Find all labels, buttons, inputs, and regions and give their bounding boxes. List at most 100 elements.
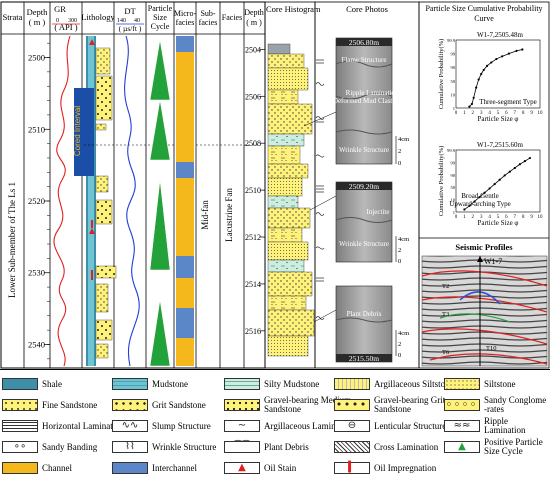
- prob-xlabel: Particle Size φ: [478, 115, 519, 123]
- prob-xtick: 0: [455, 111, 458, 116]
- legend-item-ripple-lamination: ≈≈Ripple Lamination: [444, 416, 550, 436]
- legend-item-plant-debris: ⁀⁀Plant Debris: [224, 437, 309, 457]
- photo2-depth: 2509.20m: [349, 182, 379, 191]
- legend-label-grit-sandstone: Grit Sandstone: [152, 399, 206, 410]
- legend-item-cross-lamination: Cross Lamination: [334, 437, 438, 457]
- prob-xlabel: Particle Size φ: [478, 219, 519, 227]
- legend-swatch-oil-impregnation: ▍: [334, 462, 370, 474]
- microfacies-column: [176, 36, 194, 366]
- prob-xtick: 7: [514, 111, 517, 116]
- depth2-tick-label: 2504: [245, 45, 261, 54]
- core-photo-1: 2506.80m Flame Structure Ripple Laminati…: [333, 37, 409, 167]
- legend-label-sandy-conglomerates: Sandy Conglome -rates: [484, 395, 547, 414]
- photo3-depth: 2515.50m: [349, 354, 379, 363]
- legend-swatch-shale: [2, 378, 38, 390]
- legend-label-gravel-grit-sandstone: Gravel-bearing Grit Sandstone: [374, 395, 446, 414]
- prob-xtick: 2: [472, 111, 475, 116]
- legend-label-channel: Channel: [42, 462, 72, 473]
- prob-ytick: 99.9: [447, 38, 456, 43]
- seismic-well: W1-7: [484, 257, 502, 266]
- legend-label-silty-mudstone: Silty Mudstone: [264, 378, 320, 389]
- cored-interval-label: Cored Interval: [73, 106, 82, 156]
- prob-xtick: 6: [505, 111, 508, 116]
- photo1-scale-2: 2: [398, 148, 401, 155]
- legend-swatch-interchannel: [112, 462, 148, 474]
- horizon-t3: T3: [442, 311, 449, 318]
- prob-curve: [469, 49, 523, 107]
- hdr-gr: GR: [54, 4, 66, 14]
- prob-point: [480, 72, 483, 76]
- prob-ylabel: Cumulative Probability(%): [438, 39, 445, 110]
- lithology-column: [86, 36, 117, 366]
- prob-point: [470, 102, 474, 106]
- depth-tick-label: 2520: [28, 196, 45, 206]
- legend-swatch-ripple-lamination: ≈≈: [444, 420, 480, 432]
- prob-ytick: 10: [451, 92, 456, 97]
- core-photo-3: Plant Debris 2515.50m 4cm 2 0: [335, 285, 409, 363]
- hdr-gr-unit: ( API ): [54, 22, 77, 32]
- legend-swatch-channel: [2, 462, 38, 474]
- legend-item-oil-stain: ▲Oil Stain: [224, 458, 296, 478]
- particle-size-cycles: [149, 39, 171, 367]
- photo1-depth: 2506.80m: [349, 38, 379, 47]
- core-histogram: [267, 43, 315, 357]
- legend-swatch-gravel-grit-sandstone: [334, 399, 370, 411]
- photo2-scale-4: 4cm: [398, 236, 409, 243]
- legend-item-silty-mudstone: Silty Mudstone: [224, 374, 319, 394]
- prob-xtick: 4: [488, 215, 491, 220]
- prob-point: [468, 204, 471, 207]
- legend-swatch-lenticular-structure: ⊖: [334, 420, 370, 432]
- prob-well: W1-7,2505.48m: [477, 31, 523, 39]
- legend-label-positive-cycle: Positive Particle Size Cycle: [484, 437, 543, 456]
- prob-point: [501, 55, 504, 58]
- prob-point: [482, 68, 485, 72]
- prob-ytick: 90: [451, 65, 456, 70]
- photo2-note-2: Wrinkle Structure: [339, 240, 389, 248]
- legend-swatch-sandy-banding: ∘∘: [2, 441, 38, 453]
- photo1-scale-0: 0: [398, 160, 401, 167]
- legend-item-interchannel: Interchannel: [112, 458, 197, 478]
- prob-point: [477, 78, 480, 81]
- prob-point: [468, 105, 471, 108]
- depth2-tick-label: 2508: [245, 139, 261, 148]
- prob-xtick: 1: [463, 215, 466, 220]
- photo2-note-1: Injectite: [367, 208, 390, 216]
- depth-tick-label: 2500: [28, 53, 45, 63]
- prob-point: [490, 61, 493, 64]
- prob-type-label: Broad Gentle: [461, 192, 499, 200]
- photo1-note-1: Flame Structure: [342, 56, 387, 64]
- prob-point: [493, 183, 496, 186]
- prob-xtick: 10: [538, 215, 544, 220]
- prob-point: [507, 52, 511, 55]
- prob-axes: [455, 149, 541, 213]
- hdr-seismic: Seismic Profiles: [455, 242, 513, 252]
- prob-point: [521, 48, 524, 51]
- prob-type-label: Upward-arching Type: [449, 200, 510, 208]
- legend-label-siltstone: Siltstone: [484, 378, 516, 389]
- photo1-note-4: Wrinkle Structure: [339, 146, 389, 154]
- depth-tick-label: 2510: [28, 124, 45, 134]
- gr-curve: [53, 35, 71, 367]
- depth2-tick-label: 2514: [245, 280, 261, 289]
- legend-swatch-sandy-conglomerates: [444, 399, 480, 411]
- legend-item-channel: Channel: [2, 458, 72, 478]
- log-frame: [0, 1, 266, 369]
- legend-item-fine-sandstone: Fine Sandstone: [2, 395, 97, 415]
- prob-xtick: 0: [455, 215, 458, 220]
- hdr-dt: DT: [124, 6, 136, 16]
- prob-xtick: 10: [538, 111, 544, 116]
- prob-point: [503, 174, 506, 177]
- legend-label-oil-impregnation: Oil Impregnation: [374, 462, 437, 473]
- legend-item-slump-structure: ∿∿Slump Structure: [112, 416, 211, 436]
- legend-label-oil-stain: Oil Stain: [264, 462, 297, 473]
- prob-xtick: 4: [488, 111, 491, 116]
- legend-swatch-argillaceous-siltstone: [334, 378, 370, 390]
- legend-item-wrinkle-structure: ⌇⌇Wrinkle Structure: [112, 437, 216, 457]
- legend-label-plant-debris: Plant Debris: [264, 441, 309, 452]
- legend-label-fine-sandstone: Fine Sandstone: [42, 399, 98, 410]
- depth2-tick-label: 2506: [245, 92, 261, 101]
- prob-point: [515, 49, 518, 52]
